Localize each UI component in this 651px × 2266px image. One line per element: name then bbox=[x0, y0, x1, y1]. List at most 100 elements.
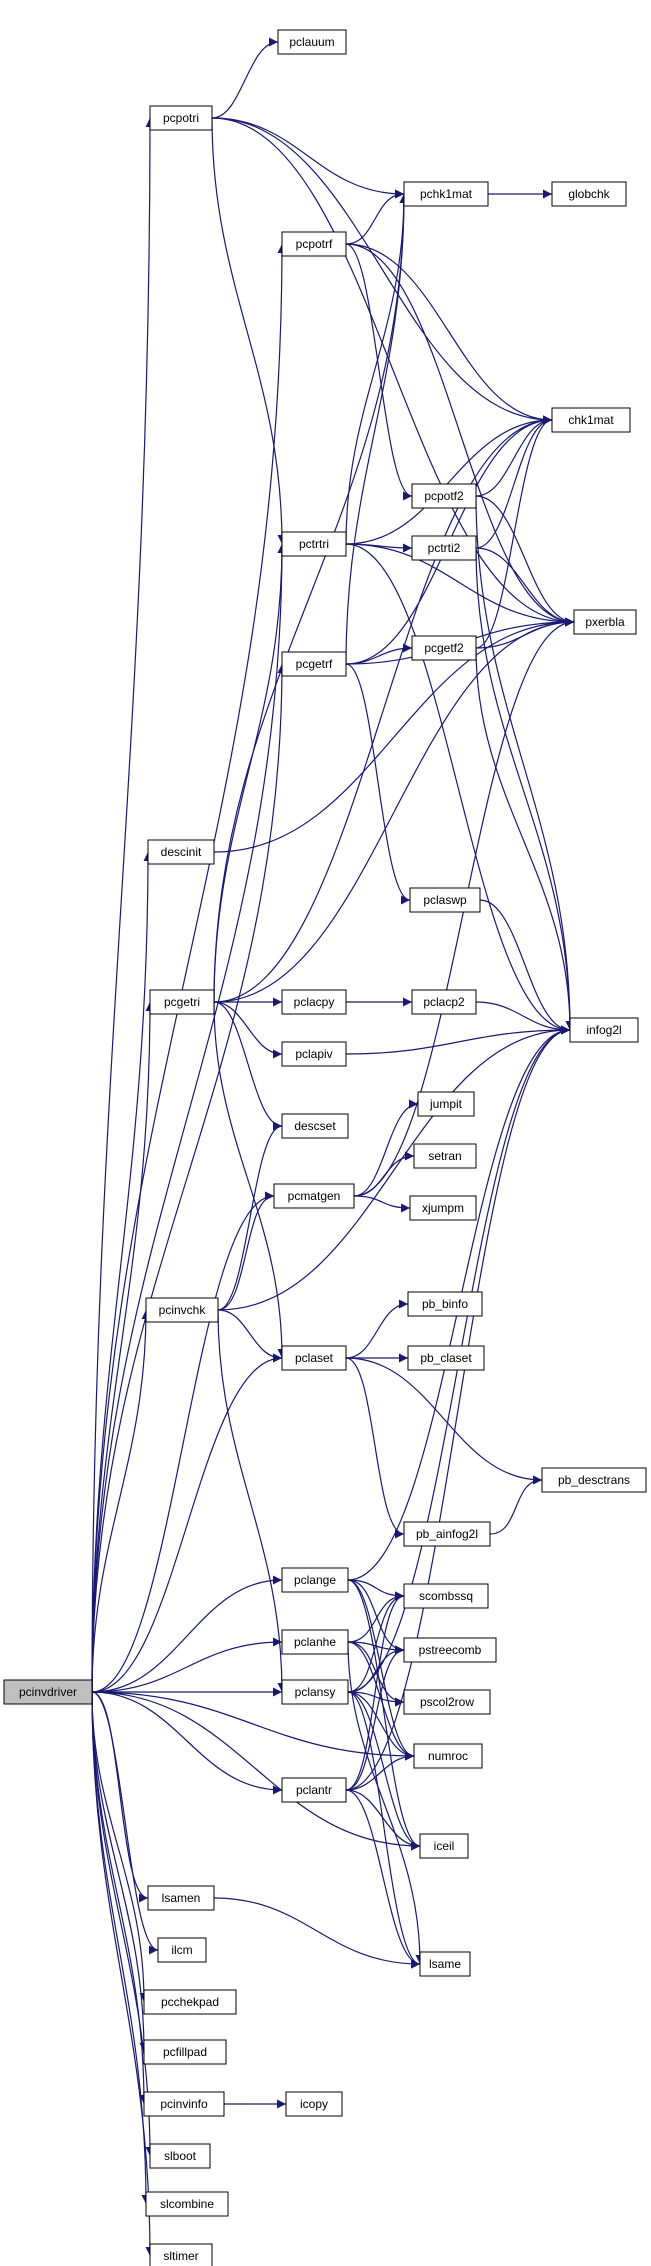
node-box bbox=[281, 1567, 349, 1593]
node-pcinvdriver[interactable]: pcinvdriver bbox=[3, 1679, 93, 1705]
node-pcchekpad[interactable]: pcchekpad bbox=[143, 1989, 237, 2015]
node-label: icopy bbox=[300, 2097, 328, 2111]
node-infog2l[interactable]: infog2l bbox=[569, 1017, 639, 1043]
node-descinit[interactable]: descinit bbox=[147, 839, 215, 865]
node-setran[interactable]: setran bbox=[413, 1143, 477, 1169]
edge-pcpotri-to-pclauum bbox=[211, 37, 279, 119]
edge-pcmatgen-to-jumpit bbox=[353, 1099, 419, 1197]
edge-pcinvdriver-to-pclantr bbox=[91, 1691, 283, 1795]
node-globchk[interactable]: globchk bbox=[551, 181, 627, 207]
node-pchk1mat[interactable]: pchk1mat bbox=[403, 181, 489, 207]
node-box bbox=[409, 887, 481, 913]
edge-pcinvdriver-to-iceil bbox=[91, 1691, 421, 1851]
node-jumpit[interactable]: jumpit bbox=[417, 1091, 475, 1117]
node-pclauum[interactable]: pclauum bbox=[277, 29, 347, 55]
node-pclanhe[interactable]: pclanhe bbox=[281, 1629, 349, 1655]
node-label: pclauum bbox=[289, 35, 334, 49]
node-label: globchk bbox=[568, 187, 610, 201]
edge-pcinvdriver-to-slboot bbox=[91, 1691, 155, 2157]
edge-pcmatgen-to-xjumpm bbox=[353, 1195, 411, 1213]
node-pcpotri[interactable]: pcpotri bbox=[149, 105, 213, 131]
node-pb_desctrans[interactable]: pb_desctrans bbox=[541, 1467, 647, 1493]
edge-pclantr-to-numroc bbox=[345, 1751, 415, 1791]
node-pcpotrf[interactable]: pcpotrf bbox=[281, 231, 347, 257]
node-pcgetf2[interactable]: pcgetf2 bbox=[411, 635, 477, 661]
node-pcinvchk[interactable]: pcinvchk bbox=[145, 1297, 219, 1323]
node-pclapiv[interactable]: pclapiv bbox=[281, 1041, 347, 1067]
node-pclange[interactable]: pclange bbox=[281, 1567, 349, 1593]
node-pclacpy[interactable]: pclacpy bbox=[281, 989, 347, 1015]
node-box bbox=[419, 1833, 469, 1859]
node-pcgetri[interactable]: pcgetri bbox=[149, 989, 215, 1015]
node-label: pclapiv bbox=[295, 1047, 332, 1061]
node-pb_binfo[interactable]: pb_binfo bbox=[407, 1291, 483, 1317]
node-pclaswp[interactable]: pclaswp bbox=[409, 887, 481, 913]
edge-pcgetri-to-pclaset bbox=[213, 1001, 287, 1359]
node-label: jumpit bbox=[429, 1097, 463, 1111]
node-scombssq[interactable]: scombssq bbox=[403, 1583, 489, 1609]
node-slcombine[interactable]: slcombine bbox=[145, 2191, 229, 2217]
node-label: setran bbox=[428, 1149, 461, 1163]
node-pctrtri[interactable]: pctrtri bbox=[281, 531, 347, 557]
node-box bbox=[143, 1989, 237, 2015]
edge-pctrti2-to-chk1mat bbox=[475, 415, 553, 549]
edge-pcgetri-to-chk1mat bbox=[213, 415, 553, 1003]
node-slboot[interactable]: slboot bbox=[149, 2143, 211, 2169]
node-pb_claset[interactable]: pb_claset bbox=[407, 1345, 485, 1371]
edge-pcpotrf-to-chk1mat bbox=[345, 243, 553, 425]
node-layer: pcinvdriver pcpotri pclauum pchk1mat globchk… bbox=[3, 29, 647, 2266]
node-lsame[interactable]: lsame bbox=[419, 1951, 471, 1977]
edge-pclange-to-numroc bbox=[347, 1579, 415, 1761]
node-pclaset[interactable]: pclaset bbox=[281, 1345, 347, 1371]
node-iceil[interactable]: iceil bbox=[419, 1833, 469, 1859]
node-label: pb_desctrans bbox=[558, 1473, 630, 1487]
node-pclansy[interactable]: pclansy bbox=[281, 1679, 349, 1705]
node-pclacp2[interactable]: pclacp2 bbox=[411, 989, 477, 1015]
node-label: infog2l bbox=[586, 1023, 621, 1037]
edge-pcpotrf-to-pxerbla bbox=[345, 243, 575, 627]
node-label: pcfillpad bbox=[163, 2045, 207, 2059]
node-xjumpm[interactable]: xjumpm bbox=[409, 1195, 477, 1221]
node-pclantr[interactable]: pclantr bbox=[281, 1777, 347, 1803]
node-box bbox=[143, 2039, 227, 2065]
edge-pcinvdriver-to-pcchekpad bbox=[91, 1691, 149, 2003]
edge-pcinvchk-to-descset bbox=[217, 1121, 283, 1311]
edge-pcinvdriver-to-pcmatgen bbox=[91, 1191, 275, 1693]
node-box bbox=[281, 989, 347, 1015]
edge-pcinvdriver-to-pcgetrf bbox=[91, 663, 287, 1693]
edge-pclantr-to-iceil bbox=[345, 1789, 421, 1851]
node-pb_ainfog2l[interactable]: pb_ainfog2l bbox=[403, 1521, 491, 1547]
node-lsamen[interactable]: lsamen bbox=[147, 1885, 215, 1911]
node-pcfillpad[interactable]: pcfillpad bbox=[143, 2039, 227, 2065]
node-label: pclaswp bbox=[423, 893, 467, 907]
node-label: pb_ainfog2l bbox=[416, 1527, 478, 1541]
node-icopy[interactable]: icopy bbox=[285, 2091, 343, 2117]
node-sltimer[interactable]: sltimer bbox=[149, 2243, 213, 2266]
node-box bbox=[143, 2091, 225, 2117]
edge-pcpotri-to-pxerbla bbox=[211, 117, 575, 627]
node-pxerbla[interactable]: pxerbla bbox=[573, 609, 637, 635]
node-pcinvinfo[interactable]: pcinvinfo bbox=[143, 2091, 225, 2117]
node-box bbox=[281, 1113, 349, 1139]
node-label: pclacpy bbox=[294, 995, 335, 1009]
node-pctrti2[interactable]: pctrti2 bbox=[411, 535, 477, 561]
edge-pctrtri-to-infog2l bbox=[345, 543, 571, 1035]
node-label: pcinvinfo bbox=[160, 2097, 208, 2111]
node-label: pcchekpad bbox=[161, 1995, 219, 2009]
node-pstreecomb[interactable]: pstreecomb bbox=[403, 1637, 497, 1663]
node-box bbox=[281, 1629, 349, 1655]
edge-pcinvdriver-to-pcgetri bbox=[91, 1001, 155, 1693]
node-descset[interactable]: descset bbox=[281, 1113, 349, 1139]
node-label: pcpotri bbox=[163, 111, 199, 125]
node-pcmatgen[interactable]: pcmatgen bbox=[273, 1183, 355, 1209]
edge-pclansy-to-lsame bbox=[347, 1691, 421, 1969]
edge-pclacp2-to-infog2l bbox=[475, 1001, 571, 1035]
node-pscol2row[interactable]: pscol2row bbox=[403, 1689, 491, 1715]
node-pcgetrf[interactable]: pcgetrf bbox=[281, 651, 347, 677]
node-numroc[interactable]: numroc bbox=[413, 1743, 483, 1769]
node-pcpotf2[interactable]: pcpotf2 bbox=[411, 483, 477, 509]
node-chk1mat[interactable]: chk1mat bbox=[551, 407, 631, 433]
edge-pclaset-to-pb_ainfog2l bbox=[345, 1357, 405, 1539]
node-ilcm[interactable]: ilcm bbox=[157, 1937, 207, 1963]
